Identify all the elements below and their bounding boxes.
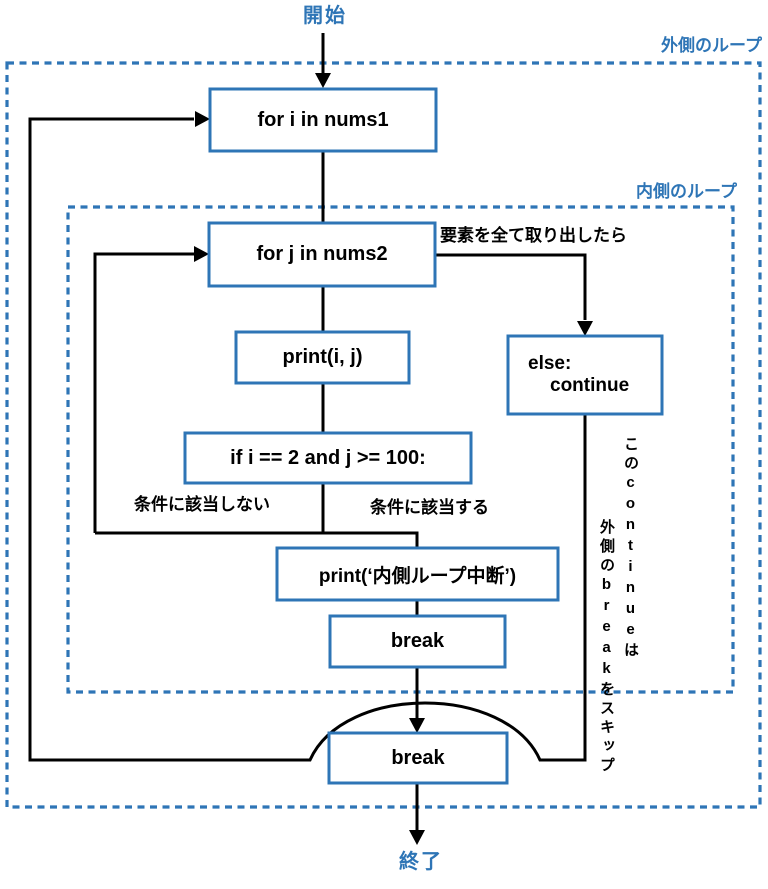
arrowhead-outer-loopback [195, 111, 210, 127]
edge-label-cond-false: 条件に該当しない [134, 495, 270, 514]
node-print-ij-box [234, 330, 411, 385]
arrowhead-start [315, 73, 331, 88]
annotation-continue-line2: 外側のbreakをスキップ [598, 519, 615, 776]
else-body: continue [550, 375, 630, 396]
arrowhead-exit [409, 830, 425, 845]
node-for-j-box [207, 221, 437, 288]
node-break-inner-box [328, 614, 507, 669]
else-keyword: else: [528, 353, 572, 374]
node-print-ij-label: print(i, j) [282, 346, 363, 368]
edge-branch-true [95, 531, 419, 548]
edge-forj-else [435, 253, 587, 320]
outer-loop-boundary [5, 61, 762, 809]
edge-continue-skip-path [28, 117, 587, 762]
outer-loop-label: 外側のループ [661, 36, 762, 55]
node-print-break-label: print(‘内側ループ中断’) [318, 565, 517, 587]
inner-loop-label: 内側のループ [636, 182, 737, 201]
node-if-label: if i == 2 and j >= 100: [230, 446, 426, 469]
edge-label-exhausted: 要素を全て取り出したら [440, 226, 627, 245]
node-for-i-box [208, 87, 438, 153]
annotation-continue-line1: このcontinueは [622, 436, 639, 661]
node-print-break-box [275, 546, 560, 602]
node-break-inner-label: break [390, 630, 445, 652]
node-else-box [506, 334, 664, 416]
end-label: 終了 [399, 851, 443, 873]
node-break-outer-label: break [391, 746, 445, 769]
edge-label-cond-true: 条件に該当する [370, 498, 489, 517]
arrowhead-inner-loopback [194, 246, 209, 262]
node-if-box [183, 431, 473, 485]
node-for-j-label: for j in nums2 [256, 243, 388, 265]
arrowhead-break-break [409, 718, 425, 733]
node-else-label: else: continue [508, 336, 662, 414]
arrowhead-forj-else [577, 321, 593, 336]
edge-inner-loopback [93, 252, 194, 533]
start-label: 開始 [303, 5, 347, 27]
node-for-i-label: for i in nums1 [257, 108, 389, 131]
node-break-outer-box [327, 731, 509, 785]
